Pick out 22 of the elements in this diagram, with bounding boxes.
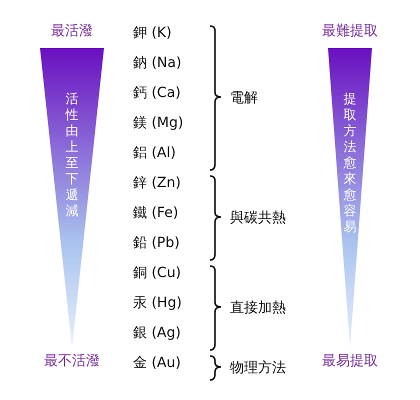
heading-label: 最不活潑: [44, 352, 100, 370]
element-name: 鋅 (Zn): [133, 174, 181, 192]
vertical-caption: 活性由上至下遞減: [65, 92, 79, 220]
vertical-caption: 提取方法愈來愈容易: [343, 92, 357, 236]
element-name: 鉀 (K): [133, 24, 172, 42]
element-name: 鋁 (Al): [133, 144, 176, 162]
element-name: 銅 (Cu): [133, 264, 182, 282]
element-name: 鈣 (Ca): [133, 84, 181, 102]
element-name: 鈉 (Na): [133, 54, 182, 72]
heading-label: 最活潑: [51, 22, 93, 40]
method-label: 電解: [230, 89, 258, 107]
heading-label: 最難提取: [322, 22, 378, 40]
method-label: 物理方法: [230, 359, 286, 377]
element-name: 鐵 (Fe): [133, 204, 178, 222]
element-name: 鎂 (Mg): [133, 114, 184, 132]
element-name: 汞 (Hg): [133, 294, 182, 312]
element-name: 銀 (Ag): [133, 324, 181, 342]
element-name: 鉛 (Pb): [133, 234, 180, 252]
element-name: 金 (Au): [133, 354, 181, 372]
method-label: 與碳共熱: [230, 209, 286, 227]
method-label: 直接加熱: [230, 299, 286, 317]
heading-label: 最易提取: [322, 352, 378, 370]
